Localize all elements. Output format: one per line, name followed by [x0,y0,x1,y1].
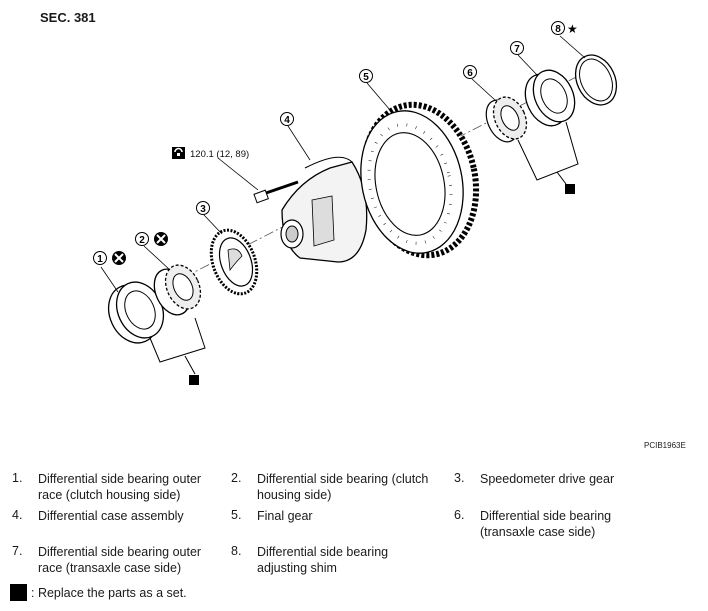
note-text: : Replace the parts as a set. [31,585,187,600]
speedometer-drive-gear [209,228,259,296]
svg-text:5: 5 [363,72,369,83]
svg-text:1: 1 [97,254,103,265]
legend-text-7: Differential side bearing outer race (tr… [38,545,202,575]
set-marker-square [189,375,199,385]
svg-text:3: 3 [200,204,206,215]
set-marker-square-icon [10,584,27,601]
legend-text-4: Differential case assembly [38,509,184,523]
legend-num-1: 1. [12,471,23,485]
legend-num-3: 3. [454,471,465,485]
set-marker-square [565,184,575,194]
callout-3: 3 [196,201,210,215]
legend-num-5: 5. [231,508,242,522]
do-not-reuse-icon [154,232,168,246]
callout-6: 6 [463,65,477,79]
svg-text:2: 2 [139,235,145,246]
legend-text-3: Speedometer drive gear [480,472,615,486]
legend-text-6: Differential side bearing (transaxle cas… [480,509,612,539]
adjusting-shim [574,54,618,106]
callout-4: 4 [280,112,294,126]
outer-race-transaxle-side [524,69,576,127]
bearing-transaxle-side [485,96,528,143]
section-label: SEC. 381 [40,10,96,25]
callout-7: 7 [510,41,524,55]
legend-num-6: 6. [454,508,465,522]
legend-num-7: 7. [12,544,23,558]
legend-num-8: 8. [231,544,242,558]
svg-text:4: 4 [284,115,290,126]
svg-text:8: 8 [555,24,561,35]
svg-text:7: 7 [514,44,520,55]
callout-1: 1 [93,251,107,265]
figure-code: PCIB1963E [644,441,686,450]
legend-num-4: 4. [12,508,23,522]
callout-2: 2 [135,232,149,246]
torque-value: 120.1 (12, 89) [190,149,249,160]
legend-num-2: 2. [231,471,242,485]
differential-case-assembly [280,156,368,263]
do-not-reuse-icon [112,251,126,265]
callout-8: 8 [551,21,565,35]
exploded-diagram: 1 2 3 4 5 6 7 8 ★ 120.1 (12, 89 [93,21,618,385]
set-replacement-note: : Replace the parts as a set. [10,584,187,601]
legend-text-8: Differential side bearing adjusting shim [257,545,389,575]
legend-text-5: Final gear [257,509,313,523]
legend-text-2: Differential side bearing (clutch housin… [257,472,429,502]
bearing-clutch-side [153,264,202,316]
final-gear [360,101,480,259]
outer-race-clutch-side [107,281,165,344]
star-icon: ★ [567,22,578,36]
bolt [253,180,299,204]
callout-5: 5 [359,69,373,83]
torque-icon [172,147,185,159]
legend-text-1: Differential side bearing outer race (cl… [38,472,202,502]
svg-text:6: 6 [467,68,473,79]
